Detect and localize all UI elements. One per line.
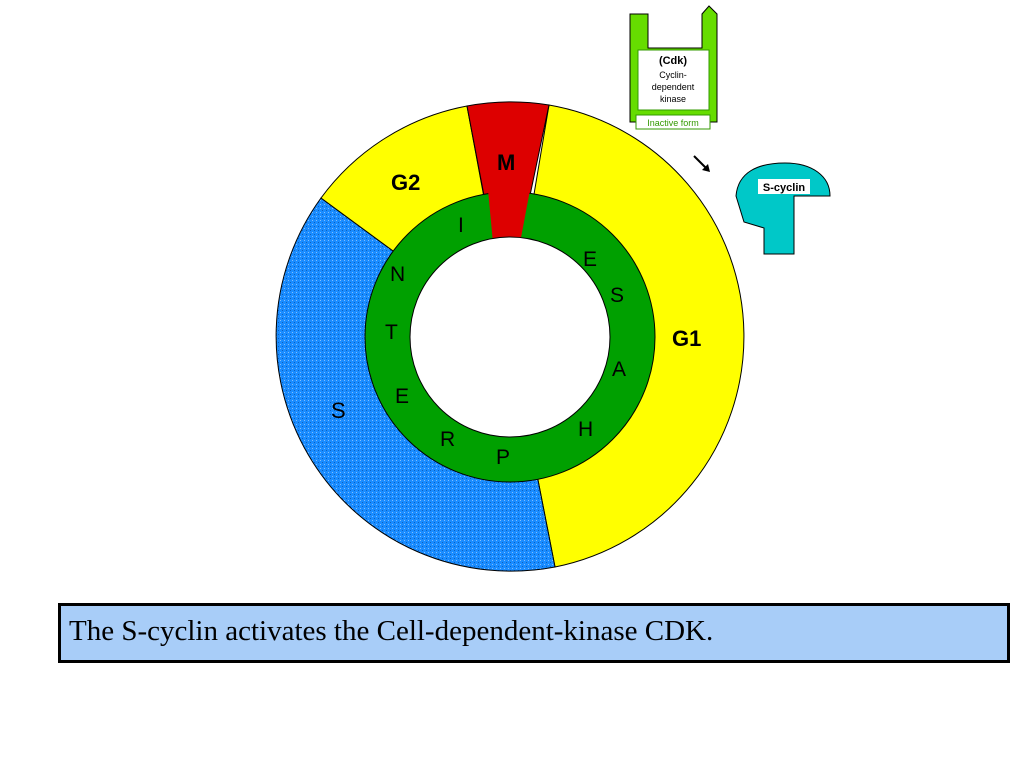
caption-box: The S-cyclin activates the Cell-dependen… bbox=[58, 603, 1010, 663]
phase-label-g2: G2 bbox=[391, 170, 420, 195]
interphase-letter: R bbox=[440, 428, 455, 451]
cdk-line1: (Cdk) bbox=[659, 55, 687, 67]
interphase-letter: A bbox=[612, 358, 626, 381]
cell-cycle-diagram: M G2 G1 S I N T E R P H A S E (Cdk) Cycl… bbox=[275, 5, 831, 572]
s-cyclin-molecule: S-cyclin bbox=[735, 162, 831, 255]
s-cyclin-label: S-cyclin bbox=[763, 182, 805, 194]
cdk-line3: dependent bbox=[652, 82, 695, 92]
cdk-molecule: (Cdk) Cyclin- dependent kinase Inactive … bbox=[629, 5, 718, 130]
phase-label-g1: G1 bbox=[672, 326, 701, 351]
phase-label-m: M bbox=[497, 150, 515, 175]
interphase-letter: E bbox=[395, 385, 409, 408]
interphase-letter: S bbox=[610, 284, 624, 307]
caption-text: The S-cyclin activates the Cell-dependen… bbox=[69, 615, 714, 647]
arrow-down-right-icon bbox=[693, 155, 710, 172]
cdk-state-box bbox=[635, 114, 711, 130]
m-notch bbox=[488, 190, 530, 243]
s-cyclin-shape bbox=[735, 162, 831, 255]
cdk-line2: Cyclin- bbox=[659, 70, 687, 80]
interphase-letter: E bbox=[583, 248, 597, 271]
interphase-letter: N bbox=[390, 263, 405, 286]
interphase-letter: T bbox=[385, 321, 398, 344]
phase-label-s: S bbox=[331, 398, 346, 423]
interphase-letter: I bbox=[458, 214, 464, 237]
cdk-line4: kinase bbox=[660, 94, 686, 104]
interphase-letter: H bbox=[578, 418, 593, 441]
s-cyclin-label-box bbox=[758, 179, 810, 194]
interphase-letter: P bbox=[496, 446, 510, 469]
cdk-label-box bbox=[637, 49, 710, 111]
inner-hole bbox=[409, 236, 611, 438]
cdk-state-label: Inactive form bbox=[647, 118, 699, 128]
